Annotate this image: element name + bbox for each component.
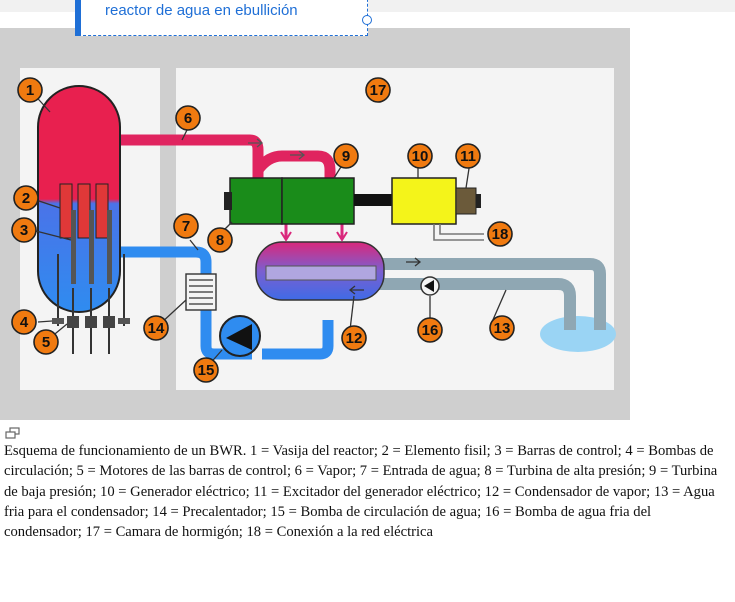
label-badge-7 <box>173 213 199 239</box>
label-number-18: 18 <box>492 226 509 243</box>
link-anchor-icon[interactable] <box>362 15 372 25</box>
label-number-4: 4 <box>20 314 29 331</box>
label-badge-18 <box>487 221 513 247</box>
label-number-14: 14 <box>148 320 165 337</box>
label-badge-17 <box>365 77 391 103</box>
control-rod <box>71 210 76 284</box>
circulation-pump <box>52 318 64 324</box>
label-badge-2 <box>13 185 39 211</box>
label-badge-5 <box>33 329 59 355</box>
electric-generator <box>391 177 457 225</box>
label-badge-3 <box>11 217 37 243</box>
fuel-element <box>59 183 73 239</box>
label-badge-8 <box>207 227 233 253</box>
label-number-15: 15 <box>198 362 215 379</box>
exciter <box>455 187 477 215</box>
article-link-selection[interactable]: reactor de agua en ebullición <box>75 0 372 36</box>
label-number-11: 11 <box>460 148 476 165</box>
label-number-7: 7 <box>182 218 190 235</box>
label-number-9: 9 <box>342 148 350 165</box>
label-number-16: 16 <box>422 322 439 339</box>
label-badge-13 <box>489 315 515 341</box>
cold-water-pipe <box>366 258 606 330</box>
label-number-8: 8 <box>216 232 224 249</box>
label-number-13: 13 <box>494 320 511 337</box>
label-badge-1 <box>17 77 43 103</box>
label-badge-15 <box>193 357 219 383</box>
label-number-12: 12 <box>346 330 363 347</box>
label-badge-12 <box>341 325 367 351</box>
label-number-10: 10 <box>412 148 429 165</box>
label-badge-14 <box>143 315 169 341</box>
label-badge-4 <box>11 309 37 335</box>
high-pressure-turbine <box>229 177 283 225</box>
label-number-3: 3 <box>20 222 28 239</box>
label-badge-6 <box>175 105 201 131</box>
expand-icon[interactable] <box>5 427 21 439</box>
label-badge-16 <box>417 317 443 343</box>
low-pressure-turbine <box>281 177 355 225</box>
label-number-17: 17 <box>370 82 387 99</box>
rod-motor <box>67 316 79 328</box>
grid-connection-line <box>433 224 484 241</box>
label-number-6: 6 <box>184 110 192 127</box>
label-number-1: 1 <box>26 82 34 99</box>
label-number-2: 2 <box>22 190 30 207</box>
selection-handle[interactable] <box>75 0 81 36</box>
label-number-5: 5 <box>42 334 50 351</box>
article-link[interactable]: reactor de agua en ebullición <box>105 2 298 19</box>
figure-caption: Esquema de funcionamiento de un BWR. 1 =… <box>4 443 718 541</box>
label-badge-9 <box>333 143 359 169</box>
label-badge-11 <box>455 143 481 169</box>
label-badge-10 <box>407 143 433 169</box>
